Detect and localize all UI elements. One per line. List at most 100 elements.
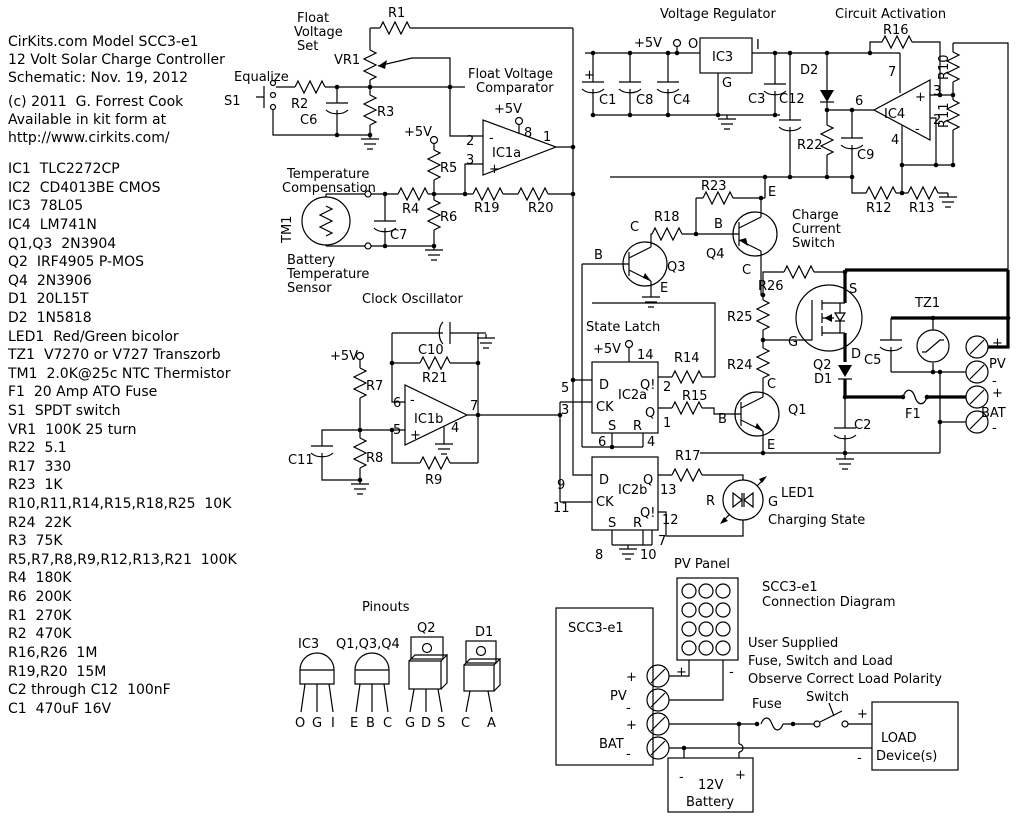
label-q4: Q4 bbox=[706, 247, 725, 262]
terminal-bat-minus: - bbox=[992, 421, 997, 436]
section-float-voltage-comparator: Comparator bbox=[476, 81, 554, 96]
junction-dots bbox=[334, 50, 1011, 751]
label-ic1b: IC1b bbox=[414, 412, 443, 427]
label-r18: R18 bbox=[654, 210, 680, 225]
pin-9: 9 bbox=[557, 478, 565, 493]
section-pinouts: Pinouts bbox=[362, 600, 410, 615]
pinout-pin-e: E bbox=[350, 716, 358, 731]
q3-b: B bbox=[594, 248, 603, 263]
label-switch: Switch bbox=[806, 690, 849, 705]
part-item: R24 22K bbox=[8, 515, 72, 531]
label-p5v: +5V bbox=[593, 342, 621, 357]
pin-13: 13 bbox=[660, 483, 677, 498]
conn-bat-minus: - bbox=[626, 747, 631, 762]
part-item: Q1,Q3 2N3904 bbox=[8, 236, 116, 252]
part-item: C2 through C12 100nF bbox=[8, 682, 171, 698]
opamp-minus: - bbox=[410, 393, 415, 408]
pin-8: 8 bbox=[595, 548, 603, 563]
pinout-d1: D1 bbox=[475, 625, 493, 640]
pin-6: 6 bbox=[598, 435, 606, 450]
note-user-supplied: User Supplied bbox=[748, 636, 838, 651]
pin-4: 4 bbox=[647, 435, 655, 450]
pin-10: 10 bbox=[640, 548, 657, 563]
tm1-symbol bbox=[301, 196, 351, 246]
header-line: CirKits.com Model SCC3-e1 bbox=[8, 34, 198, 50]
vr1-wiper-arrow bbox=[378, 60, 387, 69]
conn-bat-plus: + bbox=[626, 718, 637, 733]
header-line: Available in kit form at bbox=[8, 112, 167, 128]
label-ic4: IC4 bbox=[884, 107, 905, 122]
ic3-pin-i: I bbox=[756, 38, 760, 53]
label-c1: C1 bbox=[599, 93, 616, 108]
part-item: LED1 Red/Green bicolor bbox=[8, 329, 179, 345]
conn-pv-plus: + bbox=[626, 670, 637, 685]
pv-panel-cells bbox=[681, 583, 731, 656]
label-r25: R25 bbox=[727, 310, 753, 325]
label-q1: Q1 bbox=[788, 403, 807, 418]
part-item: R6 200K bbox=[8, 589, 72, 605]
label-r26: R26 bbox=[758, 279, 784, 294]
label-c6: C6 bbox=[300, 113, 317, 128]
section-charge-current-switch: Charge bbox=[792, 208, 839, 223]
pv-panel-minus: - bbox=[729, 665, 734, 680]
load-minus: - bbox=[857, 751, 862, 766]
label-d1: D1 bbox=[814, 372, 832, 387]
part-item: Q2 IRF4905 P-MOS bbox=[8, 254, 144, 270]
ic2b-r: R bbox=[633, 516, 642, 531]
text-layer: CirKits.com Model SCC3-e1 12 Volt Solar … bbox=[7, 6, 1006, 810]
label-ic1a: IC1a bbox=[492, 146, 521, 161]
section-temp-compensation: Compensation bbox=[282, 181, 376, 196]
terminal-bat-plus: + bbox=[992, 386, 1003, 401]
section-pv-panel: PV Panel bbox=[674, 557, 730, 572]
q3-c: C bbox=[630, 220, 639, 235]
pin-7: 7 bbox=[888, 65, 896, 80]
opamp-ic1b bbox=[404, 384, 469, 446]
section-battery-temp-sensor: Temperature bbox=[286, 267, 369, 282]
label-r8: R8 bbox=[366, 451, 383, 466]
pin-3: 3 bbox=[933, 84, 941, 99]
label-r22: R22 bbox=[797, 138, 823, 153]
mosfet-q2 bbox=[795, 284, 863, 352]
pinout-pin-s: S bbox=[437, 716, 445, 731]
wires-float-voltage-set bbox=[256, 27, 592, 476]
label-r2: R2 bbox=[291, 97, 308, 112]
ic2b-box bbox=[591, 456, 659, 531]
terminals-connection bbox=[646, 664, 670, 760]
tz1-symbol bbox=[916, 329, 950, 363]
header-line: 12 Volt Solar Charge Controller bbox=[8, 52, 225, 68]
conn-bat: BAT bbox=[599, 737, 624, 752]
section-charge-current-switch: Switch bbox=[792, 236, 835, 251]
label-r7: R7 bbox=[366, 379, 383, 394]
pinout-pin-b: B bbox=[366, 716, 375, 731]
section-circuit-activation: Circuit Activation bbox=[835, 7, 946, 22]
q1-c: C bbox=[767, 377, 776, 392]
q2-s: S bbox=[849, 282, 857, 297]
terminal-bat: BAT bbox=[981, 406, 1006, 421]
label-ic2b: IC2b bbox=[618, 483, 647, 498]
pinout-q2: Q2 bbox=[417, 621, 436, 636]
label-r4: R4 bbox=[402, 202, 419, 217]
label-battery: 12V bbox=[698, 778, 724, 793]
section-battery-temp-sensor: Battery bbox=[287, 253, 335, 268]
pinout-q134: Q1,Q3,Q4 bbox=[336, 637, 400, 652]
part-item: R16,R26 1M bbox=[8, 645, 97, 661]
ic2a-ck: CK bbox=[596, 400, 614, 415]
label-s1: S1 bbox=[224, 94, 241, 109]
pinout-pin-d: D bbox=[421, 716, 431, 731]
wires-charge-switch bbox=[650, 177, 966, 454]
label-r13: R13 bbox=[909, 201, 935, 216]
header-line: (c) 2011 G. Forrest Cook bbox=[8, 94, 184, 110]
pv-panel-box bbox=[676, 577, 739, 661]
label-c10: C10 bbox=[418, 343, 444, 358]
pin-6: 6 bbox=[393, 396, 401, 411]
label-p5v: +5V bbox=[634, 36, 662, 51]
grounds bbox=[350, 114, 958, 560]
label-c12: C12 bbox=[779, 92, 805, 107]
label-q2: Q2 bbox=[813, 358, 832, 373]
label-r9: R9 bbox=[425, 473, 442, 488]
q2-g: G bbox=[788, 335, 798, 350]
ic3-pin-o: O bbox=[688, 37, 698, 52]
pv-panel-plus: + bbox=[676, 665, 687, 680]
ic2a-q: Q bbox=[645, 406, 655, 421]
